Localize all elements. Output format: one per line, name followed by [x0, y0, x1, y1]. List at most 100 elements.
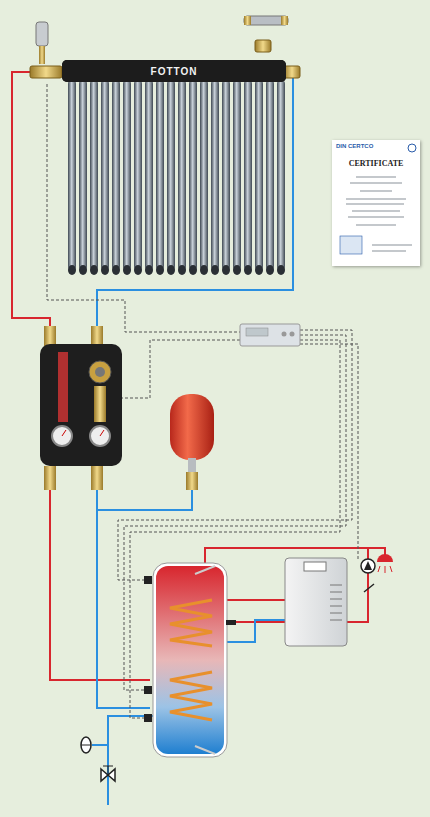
storage-tank-part [195, 746, 215, 754]
storage-tank [144, 563, 236, 757]
evacuated-tube [134, 80, 142, 275]
solar-controller-part [246, 328, 268, 336]
storage-tank-part [144, 576, 152, 584]
safety-group-part [81, 737, 91, 753]
pump-station-part [91, 466, 103, 490]
storage-tank-part [195, 566, 215, 574]
evacuated-tube [200, 80, 208, 275]
storage-tank-part [153, 563, 227, 757]
pump-station-part [100, 430, 104, 436]
storage-tank-part [156, 566, 224, 754]
shower-head-part [377, 554, 393, 562]
gas-boiler [285, 558, 347, 646]
brand-label: DIN CERTCO [336, 143, 416, 150]
solar-controller [240, 324, 300, 346]
evacuated-tube [123, 80, 131, 275]
evacuated-tube-part [134, 80, 142, 270]
expansion-vessel-part [188, 458, 196, 472]
fittings-part [30, 66, 62, 78]
storage-tank-part [226, 620, 236, 625]
cold-pipe-part [97, 490, 192, 510]
evacuated-tube-part [156, 80, 164, 270]
evacuated-tube [68, 80, 76, 275]
pump-station-part [95, 367, 105, 377]
pump-station-part [44, 326, 56, 346]
evacuated-tube-part [167, 265, 175, 275]
evacuated-tube-part [266, 80, 274, 270]
evacuated-tube-part [211, 265, 219, 275]
evacuated-tube-part [200, 265, 208, 275]
pump-station-part [58, 352, 68, 422]
evacuated-tube-part [167, 80, 175, 270]
solar-controller-part [282, 332, 287, 337]
pump-station-part [91, 326, 103, 346]
evacuated-tube-part [277, 265, 285, 275]
evacuated-tube-part [244, 80, 252, 270]
evacuated-tube [167, 80, 175, 275]
expansion-vessel-part [186, 472, 198, 490]
sensor-cable-part [118, 330, 352, 580]
solar-controller-part [290, 332, 295, 337]
pump-station-part [62, 430, 66, 436]
evacuated-tube [112, 80, 120, 275]
evacuated-tube-part [244, 265, 252, 275]
cold-pipe-part [97, 72, 298, 332]
air-vent [36, 22, 48, 64]
fittings-part [284, 66, 300, 78]
gas-boiler-part [330, 606, 342, 607]
evacuated-tube-part [266, 265, 274, 275]
cold-pipe [92, 72, 298, 805]
evacuated-tube [189, 80, 197, 275]
evacuated-tube-part [68, 80, 76, 270]
title-label: CERTIFICATE [336, 160, 416, 169]
storage-tank-part [170, 600, 212, 646]
evacuated-tube-part [156, 265, 164, 275]
shutoff-valve-part [103, 766, 113, 767]
shower-head [377, 554, 393, 573]
expansion-vessel [170, 394, 214, 490]
evacuated-tube-part [233, 265, 241, 275]
pump-station-part [94, 386, 106, 422]
evacuated-tube-part [79, 80, 87, 270]
evacuated-tube [233, 80, 241, 275]
evacuated-tube [178, 80, 186, 275]
circulation-pump-part [364, 561, 372, 570]
storage-tank-part [170, 672, 212, 720]
evacuated-tube-part [178, 265, 186, 275]
pump-station-part [89, 361, 111, 383]
evacuated-tube-part [101, 80, 109, 270]
gas-boiler-part [330, 599, 342, 600]
hot-pipe-part [12, 72, 50, 332]
circulation-pump-part [361, 559, 375, 573]
gas-boiler-part [330, 613, 342, 614]
gas-boiler-part [285, 558, 347, 646]
air-vent-part [39, 46, 45, 64]
evacuated-tube-part [79, 265, 87, 275]
expansion-vessel-part [170, 394, 214, 460]
gas-boiler-part [330, 620, 342, 621]
safety-group-part [81, 745, 91, 746]
evacuated-tube-part [277, 80, 285, 270]
hot-pipe-part [225, 599, 285, 601]
evacuated-tube-part [90, 265, 98, 275]
fittings-part [244, 16, 251, 25]
pump-station-part [52, 426, 72, 446]
evacuated-tube [101, 80, 109, 275]
evacuated-tube-part [112, 80, 120, 270]
evacuated-tube [222, 80, 230, 275]
evacuated-tubes [68, 80, 285, 275]
fittings-part [244, 16, 288, 25]
cold-pipe-part [225, 620, 285, 642]
collector-header: FOTTON [62, 60, 286, 82]
evacuated-tube [90, 80, 98, 275]
shower-head-part [378, 566, 380, 572]
evacuated-tube-part [200, 80, 208, 270]
cold-pipe-part [92, 744, 108, 746]
collector-header [62, 60, 286, 82]
shower-head-part [390, 566, 392, 572]
sensor-cable-part [120, 340, 240, 398]
pump-station-part [90, 426, 110, 446]
